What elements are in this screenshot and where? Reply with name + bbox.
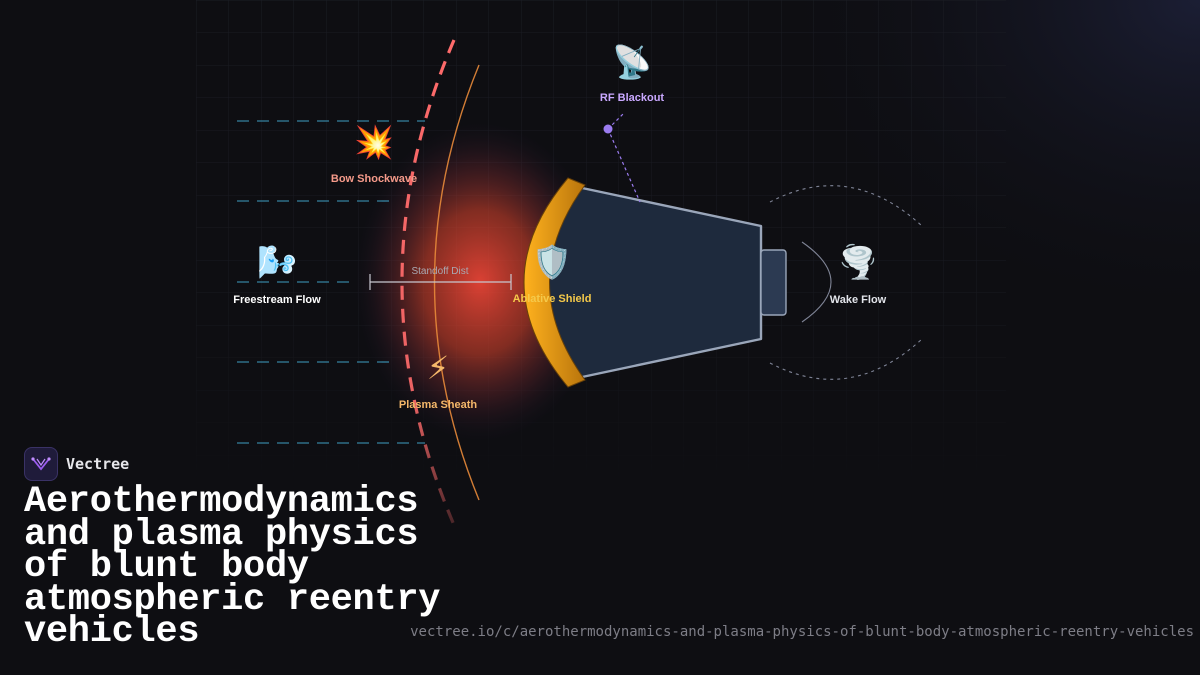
bow-shock-line (400, 39, 456, 526)
page-title: Aerothermodynamics and plasma physics of… (24, 481, 441, 653)
page-url[interactable]: vectree.io/c/aerothermodynamics-and-plas… (410, 624, 1194, 640)
label-plasma-sheath: ⚡ Plasma Sheath (399, 349, 478, 411)
lightning-icon: ⚡ (427, 349, 449, 387)
wake-flow-label: Wake Flow (830, 294, 887, 306)
label-freestream-flow: 🌬️ Freestream Flow (233, 243, 321, 306)
capsule-body (542, 183, 763, 382)
brand: Vectree (24, 447, 129, 481)
wake-flow-lines (769, 185, 923, 380)
freestream-flow-label: Freestream Flow (233, 294, 321, 306)
shield-icon: 🛡️ (532, 243, 572, 281)
standoff-distance-label: Standoff Dist (411, 266, 468, 277)
brand-name: Vectree (66, 455, 130, 473)
wind-face-icon: 🌬️ (257, 243, 297, 281)
vectree-logo-icon (24, 447, 58, 481)
plasma-sheath-label: Plasma Sheath (399, 399, 478, 411)
label-rf-blackout: 📡 RF Blackout (600, 42, 665, 104)
label-ablative-shield: 🛡️ Ablative Shield (513, 243, 592, 305)
label-bow-shockwave: 💥 Bow Shockwave (331, 123, 417, 185)
label-wake-flow: 🌪️ Wake Flow (830, 243, 887, 306)
freestream-flow-lines (237, 120, 425, 444)
capsule-backshell (760, 249, 787, 316)
collision-icon: 💥 (354, 123, 394, 161)
standoff-distance-marker (369, 274, 512, 290)
tornado-icon: 🌪️ (838, 243, 878, 281)
rf-blackout-pointer (603, 113, 641, 203)
ablative-shield-label: Ablative Shield (513, 293, 592, 305)
diagram-labels: 📡 RF Blackout 💥 Bow Shockwave 🌬️ Freestream F… (233, 42, 886, 411)
satellite-antenna-icon: 📡 (612, 42, 652, 81)
rf-blackout-label: RF Blackout (600, 92, 665, 104)
bow-shockwave-label: Bow Shockwave (331, 173, 417, 185)
ablative-shield-shape (523, 177, 586, 388)
